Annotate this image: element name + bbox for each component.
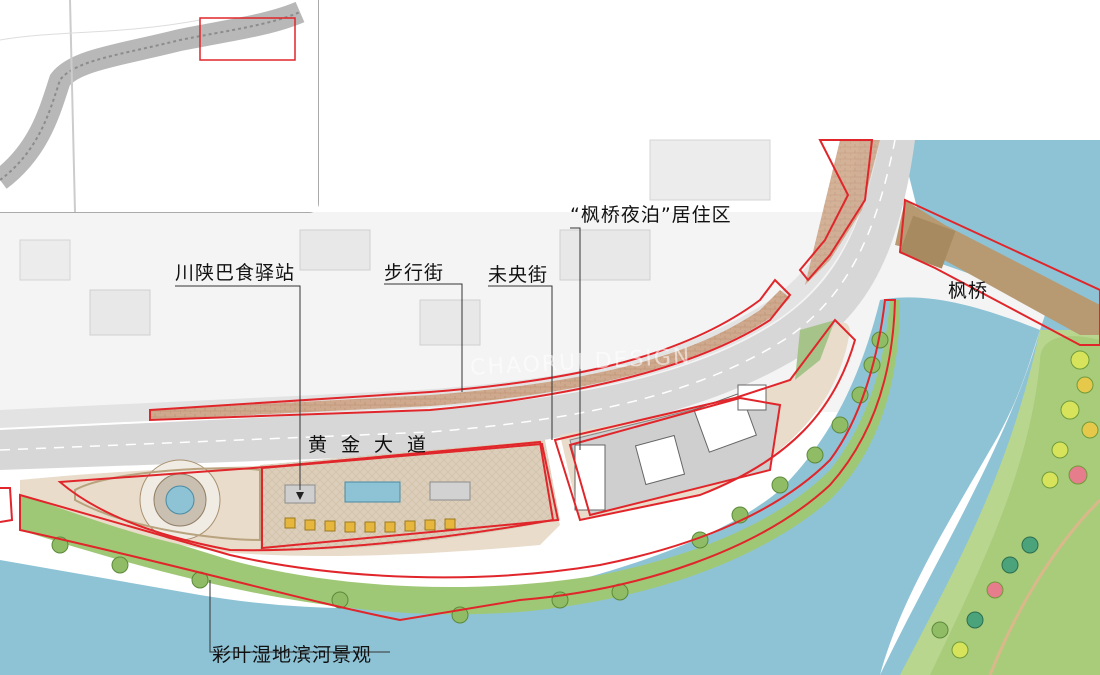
bridge-label: 枫桥 bbox=[948, 280, 989, 302]
avenue-label: 黄金大道 bbox=[308, 434, 441, 456]
leader-lines bbox=[175, 227, 581, 653]
weiyang-street-label: 未央街 bbox=[488, 264, 549, 286]
residential-area-label: “枫桥夜泊”居住区 bbox=[570, 204, 732, 226]
fengqiao-bridge bbox=[895, 200, 1100, 335]
zone-outlines bbox=[0, 139, 1100, 622]
food-station-label: 川陕巴食驿站 bbox=[175, 262, 296, 284]
location-inset-map bbox=[0, 0, 319, 213]
parking-markers bbox=[296, 492, 304, 500]
wetland-landscape-label: 彩叶湿地滨河景观 bbox=[212, 644, 373, 666]
inset-river-map bbox=[0, 0, 318, 213]
avenue-road bbox=[0, 139, 915, 470]
pedestrian-street-label: 步行街 bbox=[384, 262, 445, 284]
opposite-bank-greenery bbox=[900, 330, 1100, 675]
